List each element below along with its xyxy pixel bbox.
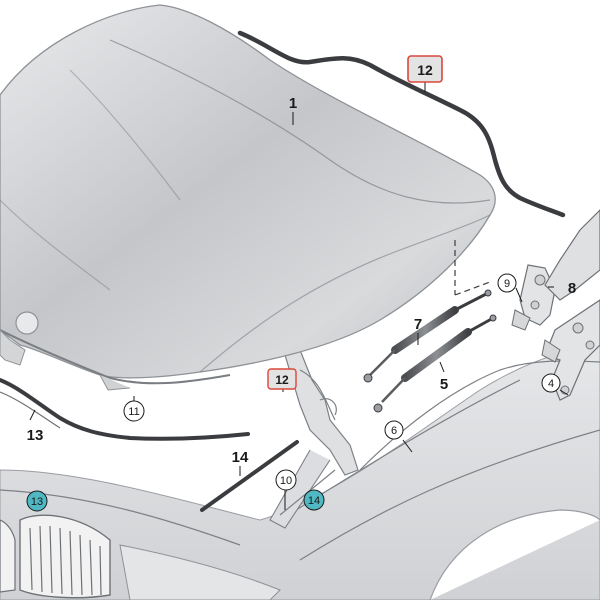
callout-strut-upper: 7 <box>414 316 422 333</box>
callout-clip-14-teal: 14 <box>308 495 320 507</box>
callout-circle-4: 4 <box>541 373 561 393</box>
cowl-seal <box>0 378 250 441</box>
callout-clip-6: 6 <box>391 425 397 437</box>
gas-strut-upper <box>363 289 492 383</box>
callout-bracket-4: 4 <box>548 378 554 390</box>
emblem-icon <box>15 311 39 335</box>
callout-bolt-9: 9 <box>504 278 510 290</box>
callout-clip-11: 11 <box>128 406 139 418</box>
callout-circle-6: 6 <box>384 420 404 440</box>
callout-cowl-seal: 13 <box>27 427 44 444</box>
callout-teal-14: 14 <box>303 489 325 511</box>
callout-box-seal-side: 12 <box>267 368 297 390</box>
callout-seal-top: 12 <box>417 62 433 78</box>
kidney-grille <box>0 514 111 599</box>
callout-grille-13: 13 <box>31 496 43 508</box>
hood-seal-top <box>237 30 566 218</box>
car-body <box>0 344 600 601</box>
headlight <box>119 544 281 601</box>
callout-hinge-part: 8 <box>568 280 576 297</box>
callout-seal-14: 14 <box>232 449 249 466</box>
callout-teal-13: 13 <box>26 490 48 512</box>
hood-hinge <box>541 209 600 401</box>
leader-lines <box>29 82 569 510</box>
callout-hood: 1 <box>289 95 297 112</box>
callout-circle-9: 9 <box>497 273 517 293</box>
callout-circle-11: 11 <box>123 400 145 422</box>
callout-strut-lower: 5 <box>440 376 448 393</box>
callout-box-seal-top: 12 <box>407 55 443 83</box>
hood-panel <box>0 4 496 391</box>
install-guide-line <box>454 240 491 296</box>
callout-clip-10: 10 <box>280 475 292 487</box>
hinge-bracket <box>511 264 556 331</box>
side-seal <box>200 440 299 512</box>
callout-seal-side: 12 <box>275 373 289 387</box>
gas-strut-lower <box>373 314 497 413</box>
callout-circle-10: 10 <box>275 469 297 491</box>
